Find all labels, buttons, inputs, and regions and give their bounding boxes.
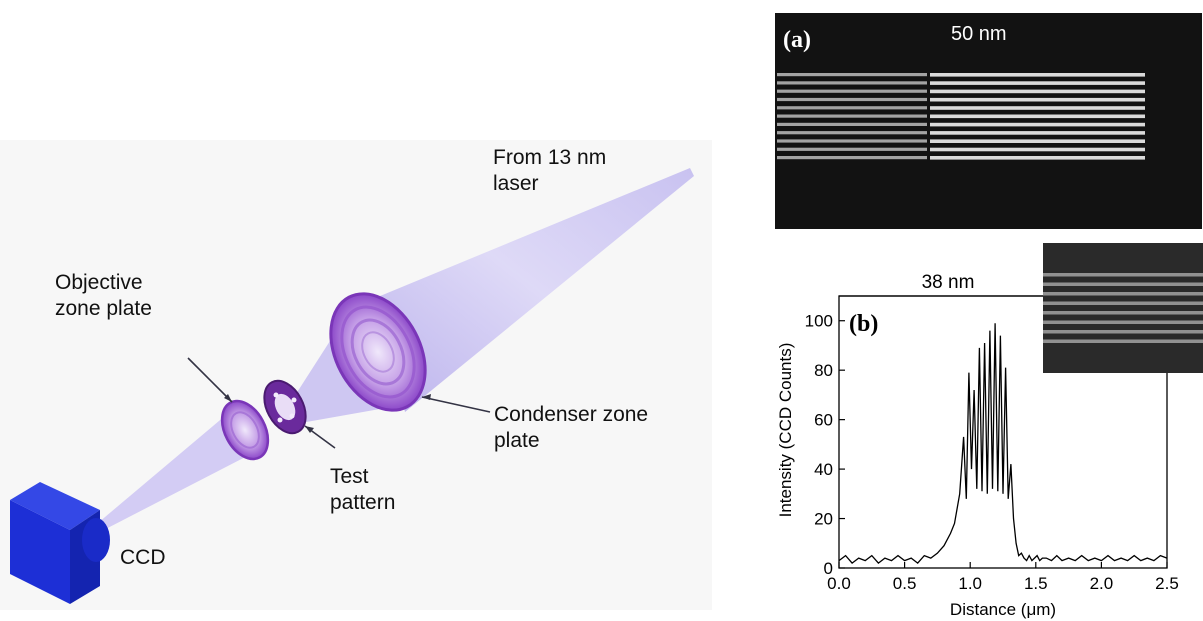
grating-line-left xyxy=(777,81,927,85)
grating-line-right xyxy=(930,89,1145,94)
x-tick-label: 2.0 xyxy=(1090,574,1114,593)
x-axis-label: Distance (μm) xyxy=(950,600,1056,619)
panel-b-tag: (b) xyxy=(849,311,878,337)
condenser-label: Condenser zone plate xyxy=(494,402,648,454)
grating-line-left xyxy=(777,73,927,77)
panel-a-image: (a) 50 nm xyxy=(775,13,1202,229)
grating-line-right xyxy=(930,122,1145,127)
inset-grating-line xyxy=(1043,301,1203,305)
objective-label-line2: zone plate xyxy=(55,297,152,320)
condenser-pointer xyxy=(421,396,491,413)
plot-frame xyxy=(838,295,1168,569)
test-pattern-label-line2: pattern xyxy=(330,491,396,514)
grating-line-right xyxy=(930,156,1145,160)
source-label-line2: laser xyxy=(493,172,539,195)
test-pattern-label: Test pattern xyxy=(330,464,395,516)
grating-line-left xyxy=(777,139,927,143)
grating-line-left xyxy=(777,122,927,126)
inset-grating xyxy=(1043,273,1203,343)
panel-a-tag: (a) xyxy=(783,27,811,53)
y-tick-label: 20 xyxy=(814,510,833,529)
grating-line-right xyxy=(930,73,1145,77)
ccd-camera xyxy=(10,482,110,604)
panel-b-inset-image xyxy=(1043,243,1203,373)
inset-grating-line xyxy=(1043,292,1203,296)
y-tick-label: 60 xyxy=(814,411,833,430)
grating-line-left xyxy=(777,89,927,93)
inset-grating-line xyxy=(1043,320,1203,324)
y-tick-label: 0 xyxy=(824,559,833,578)
x-tick-label: 0.0 xyxy=(827,574,851,593)
x-axis: 0.0 0.5 1.0 1.5 2.0 2.5 xyxy=(827,562,1179,593)
inset-grating-line xyxy=(1043,339,1203,343)
grating-line-right xyxy=(930,81,1145,85)
y-tick-label: 40 xyxy=(814,460,833,479)
y-axis: 0 20 40 60 80 100 xyxy=(805,312,845,578)
objective-label-line1: Objective xyxy=(55,271,143,294)
grating-line-right xyxy=(930,97,1145,102)
y-tick-label: 100 xyxy=(805,312,833,331)
grating-line-right xyxy=(930,106,1145,110)
microscope-schematic xyxy=(10,168,694,604)
panel-b-scale-label: 38 nm xyxy=(922,272,975,293)
inset-grating-line xyxy=(1043,330,1203,334)
x-tick-label: 1.0 xyxy=(958,574,982,593)
panel-a-scale-label: 50 nm xyxy=(951,23,1007,45)
test-pattern xyxy=(263,379,307,435)
illumination-cone xyxy=(380,168,694,412)
grating-line-right xyxy=(930,147,1145,152)
objective-zone-plate xyxy=(220,399,270,461)
grating-line-left xyxy=(777,131,927,135)
panel-a-grating xyxy=(777,73,1145,160)
y-axis-label: Intensity (CCD Counts) xyxy=(776,343,795,518)
inset-grating-line xyxy=(1043,282,1203,286)
x-tick-label: 1.5 xyxy=(1024,574,1048,593)
y-tick-label: 80 xyxy=(814,361,833,380)
intensity-trace xyxy=(838,323,1168,564)
grating-line-right xyxy=(930,131,1145,135)
objective-pointer xyxy=(187,357,233,403)
grating-line-left xyxy=(777,147,927,151)
grating-line-left xyxy=(777,114,927,118)
grating-line-left xyxy=(777,97,927,102)
objective-label: Objective zone plate xyxy=(55,270,152,322)
grating-line-left xyxy=(777,106,927,110)
x-tick-label: 2.5 xyxy=(1155,574,1179,593)
x-tick-label: 0.5 xyxy=(893,574,917,593)
source-label: From 13 nm laser xyxy=(493,145,606,197)
ccd-label: CCD xyxy=(120,546,166,569)
condenser-zone-plate xyxy=(329,292,427,412)
grating-line-right xyxy=(930,114,1145,119)
inset-grating-line xyxy=(1043,273,1203,277)
test-pattern-label-line1: Test xyxy=(330,465,369,488)
condenser-label-line2: plate xyxy=(494,429,540,452)
inset-grating-line xyxy=(1043,311,1203,315)
intensity-plot: 38 nm 0.0 0.5 1.0 1.5 2.0 2.5 0 20 40 60 80 100 Di… xyxy=(776,272,1179,619)
grating-line-left xyxy=(777,156,927,160)
grating-line-right xyxy=(930,139,1145,143)
condenser-label-line1: Condenser zone xyxy=(494,403,649,426)
imaging-cone xyxy=(92,410,255,534)
source-label-line1: From 13 nm xyxy=(493,146,607,169)
